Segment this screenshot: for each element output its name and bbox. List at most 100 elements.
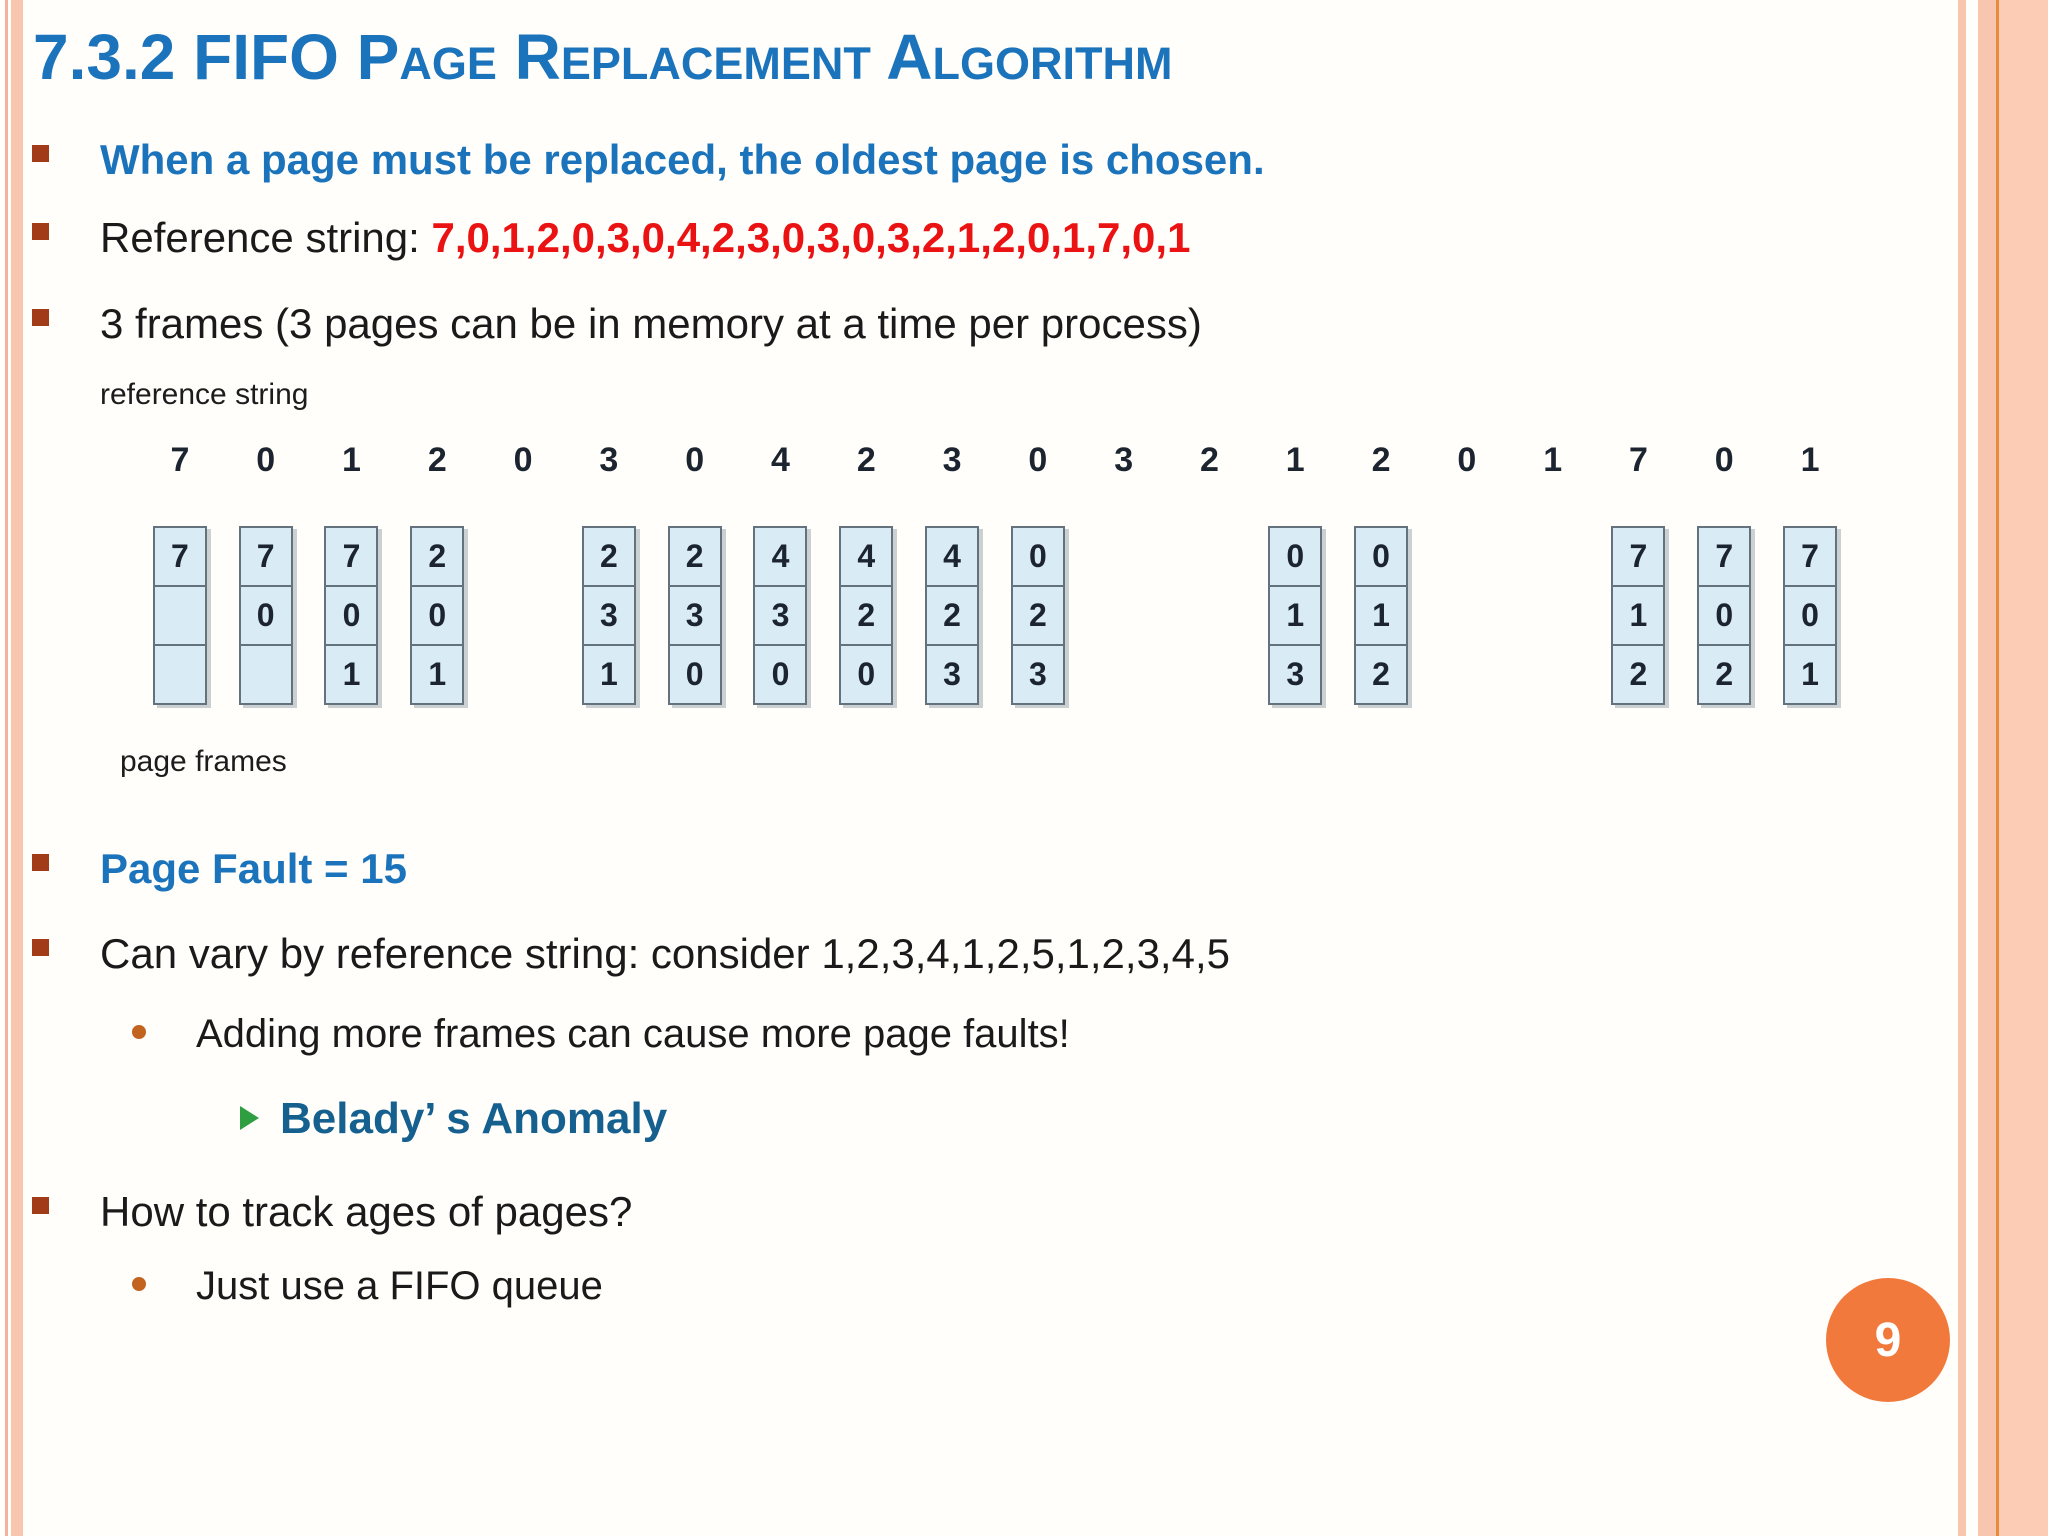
- left-border-stripe: [11, 0, 23, 1536]
- square-bullet-icon: [32, 1197, 49, 1214]
- frame-cell: 7: [324, 526, 379, 587]
- reference-label: Reference string:: [100, 214, 432, 261]
- right-border-stripe-inner: [1958, 0, 1966, 1536]
- frame-cell: 0: [238, 585, 293, 646]
- frame-cell: 2: [581, 526, 636, 587]
- diagram-step: 1: [1510, 440, 1596, 705]
- frame-cell: 1: [1611, 585, 1666, 646]
- right-border-stripe: [1978, 0, 1996, 1536]
- frame-cell: 0: [839, 644, 894, 705]
- frame-cell: 1: [324, 644, 379, 705]
- square-bullet-icon: [32, 854, 49, 871]
- frame-cell: 2: [1010, 585, 1065, 646]
- reference-number: 0: [256, 441, 276, 479]
- bullet-text: Can vary by reference string: consider 1…: [100, 930, 1230, 977]
- frame-cell: 4: [925, 526, 980, 587]
- reference-number: 2: [1200, 441, 1219, 479]
- bullet-text: Page Fault = 15: [100, 845, 407, 892]
- reference-number: 7: [1628, 441, 1648, 479]
- frame-cell: 2: [1697, 644, 1752, 705]
- bullet-text: How to track ages of pages?: [100, 1188, 633, 1235]
- reference-number: 1: [1543, 441, 1563, 479]
- left-border-thin-stripe: [5, 0, 8, 1536]
- frame-cell: 2: [1611, 644, 1666, 705]
- page-frames-label: page frames: [120, 745, 287, 778]
- right-border-band: [1999, 0, 2048, 1536]
- frame-cell: 2: [839, 585, 894, 646]
- bullet-text: Reference string: 7,0,1,2,0,3,0,4,2,3,0,…: [100, 214, 1190, 262]
- reference-number: 7: [170, 441, 190, 479]
- frame-cell: 7: [1697, 526, 1752, 587]
- round-bullet-icon: [132, 1277, 146, 1291]
- reference-number: 0: [1714, 441, 1734, 479]
- diagram-step: 0: [480, 440, 566, 705]
- reference-number: 3: [942, 441, 962, 479]
- reference-number: 0: [685, 441, 705, 479]
- diagram-step: 2: [1167, 440, 1253, 705]
- reference-number: 2: [427, 441, 447, 479]
- reference-number: 3: [599, 441, 619, 479]
- bullet-text: Belady’ s Anomaly: [280, 1094, 668, 1143]
- reference-number: 0: [1028, 441, 1048, 479]
- round-bullet-icon: [132, 1025, 146, 1039]
- frame-cell: 2: [1354, 644, 1409, 705]
- bullet-text: Just use a FIFO queue: [196, 1264, 603, 1308]
- frame-cell: 1: [1783, 644, 1838, 705]
- arrow-bullet-icon: [240, 1106, 259, 1130]
- diagram-step: 0: [1424, 440, 1510, 705]
- bullet-text: 3 frames (3 pages can be in memory at a …: [100, 300, 1202, 347]
- reference-number: 0: [1457, 441, 1477, 479]
- frame-cell: 0: [1010, 526, 1065, 587]
- frame-cell: 4: [753, 526, 808, 587]
- bullet-text: When a page must be replaced, the oldest…: [100, 136, 1265, 183]
- square-bullet-icon: [32, 939, 49, 956]
- frame-cell: 3: [667, 585, 722, 646]
- frame-cell: 7: [152, 526, 207, 587]
- reference-number: 3: [1114, 441, 1134, 479]
- frame-cell: 0: [753, 644, 808, 705]
- reference-number: 2: [1371, 441, 1391, 479]
- reference-number: 0: [513, 441, 533, 479]
- frame-cell: 7: [238, 526, 293, 587]
- reference-number: 1: [1285, 441, 1305, 479]
- page-title: 7.3.2 FIFO Page Replacement Algorithm: [33, 21, 1173, 93]
- reference-string-label: reference string: [100, 378, 309, 411]
- reference-number: 2: [856, 441, 876, 479]
- square-bullet-icon: [32, 145, 49, 162]
- reference-number: 1: [1800, 441, 1820, 479]
- frame-cell: 2: [925, 585, 980, 646]
- frame-cell: 4: [839, 526, 894, 587]
- reference-number: 1: [342, 441, 361, 479]
- frame-column: 7: [152, 526, 207, 705]
- frame-cell: 1: [1354, 585, 1409, 646]
- frame-cell: 3: [1010, 644, 1065, 705]
- frame-cell: [238, 644, 293, 705]
- frame-cell: [152, 585, 207, 646]
- frame-cell: 3: [1268, 644, 1323, 705]
- frame-cell: 3: [753, 585, 808, 646]
- frame-cell: [152, 644, 207, 705]
